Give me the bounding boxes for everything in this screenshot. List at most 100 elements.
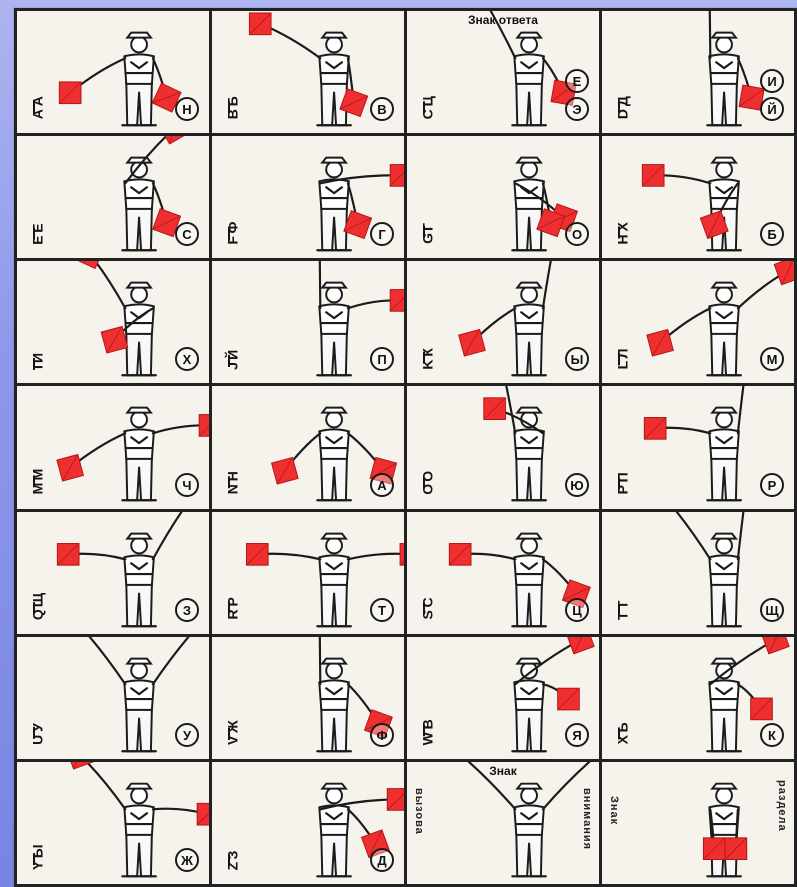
collar-line	[521, 563, 537, 569]
signalman-legs	[516, 332, 542, 375]
flag-diagonal	[391, 166, 404, 186]
flag-diagonal	[391, 291, 404, 311]
collar-line	[716, 313, 732, 319]
left-arm	[80, 762, 125, 809]
circled-letter-upper: И	[760, 69, 784, 93]
signalman-legs	[516, 582, 542, 625]
flag-square	[57, 455, 84, 482]
signalman-torso	[514, 680, 544, 710]
signalman-legs	[711, 457, 737, 500]
flag-diagonal	[388, 789, 404, 809]
flag-diagonal	[160, 136, 187, 143]
signalman-torso	[124, 680, 154, 710]
signalman-head	[716, 412, 732, 428]
letter-pair-label: KК	[415, 348, 431, 370]
signalman-head	[131, 162, 147, 178]
right-flag	[344, 211, 372, 239]
left-arm	[285, 434, 320, 471]
left-arm	[125, 136, 173, 183]
flag-diagonal	[568, 637, 593, 653]
fraction-divider	[423, 102, 425, 114]
sailor-cap	[517, 533, 541, 538]
flag-square	[59, 82, 81, 104]
collar-line	[326, 688, 342, 694]
collar-line	[131, 813, 147, 819]
sailor-cap	[127, 33, 151, 38]
circled-letter: У	[175, 723, 199, 747]
circled-letter: П	[370, 347, 394, 371]
left-flag	[57, 543, 79, 565]
signalman-head	[326, 162, 342, 178]
letter-pair-label: IИ	[25, 352, 41, 369]
sailor-cap	[322, 784, 346, 789]
signalman-head	[521, 537, 537, 553]
right-flag	[197, 803, 209, 825]
left-arm	[320, 799, 398, 809]
signalman-torso	[124, 555, 154, 585]
left-arm	[68, 553, 125, 559]
fraction-divider	[33, 475, 35, 487]
circled-letter: Я	[565, 723, 589, 747]
signalman-legs	[126, 708, 152, 751]
circled-letter: Р	[760, 473, 784, 497]
left-arm	[460, 553, 515, 559]
signalman-head	[716, 162, 732, 178]
signalman-legs	[126, 582, 152, 625]
flag-square	[199, 415, 209, 437]
letter-pair-label: RР	[220, 597, 236, 619]
signalman-legs	[711, 708, 737, 751]
right-arm	[543, 183, 551, 222]
flag-square	[774, 261, 794, 285]
signalman-torso	[709, 805, 739, 835]
right-arm	[114, 309, 152, 341]
flag-square	[449, 543, 471, 565]
flag-diagonal	[67, 762, 92, 768]
signalman-figure	[407, 762, 599, 884]
left-flag	[272, 458, 299, 485]
signalman-head	[326, 37, 342, 53]
vertical-label-right: раздела	[776, 780, 788, 832]
sailor-cap	[127, 158, 151, 163]
collar-line	[326, 62, 342, 68]
signalman-legs	[126, 332, 152, 375]
flag-square	[558, 688, 580, 710]
letter-pair-label: PП	[610, 472, 626, 494]
sailor-cap	[712, 784, 736, 789]
collar-line	[131, 187, 147, 193]
left-arm	[70, 434, 125, 468]
cell-caption: Знак ответа	[468, 13, 538, 27]
collar-line	[716, 62, 732, 68]
flag-diagonal	[450, 544, 470, 564]
signalman-head	[131, 287, 147, 303]
letter-pair-label: XЬ	[610, 722, 626, 744]
signalman-torso	[124, 305, 154, 335]
right-flag	[484, 398, 506, 420]
left-flag	[761, 637, 789, 654]
circled-letter: С	[175, 222, 199, 246]
fraction-divider	[228, 228, 230, 240]
circled-letter: Ф	[370, 723, 394, 747]
letter-pair-label: HХ	[610, 222, 626, 244]
left-flag	[59, 82, 81, 104]
fraction-divider	[33, 727, 35, 739]
right-arm	[348, 434, 383, 471]
sailor-cap	[712, 283, 736, 288]
letter-pair-label: FФ	[220, 221, 236, 245]
circled-letter: О	[565, 222, 589, 246]
flag-diagonal	[704, 839, 724, 859]
flag-square	[387, 788, 404, 810]
flag-square	[751, 698, 773, 720]
circled-letter: М	[760, 347, 784, 371]
flag-diagonal	[702, 212, 727, 237]
right-flag	[199, 415, 209, 437]
right-arm	[738, 58, 752, 97]
sailor-cap	[127, 784, 151, 789]
right-arm	[348, 684, 379, 723]
fraction-divider	[618, 728, 620, 740]
left-arm	[319, 637, 320, 684]
fraction-divider	[618, 604, 620, 616]
